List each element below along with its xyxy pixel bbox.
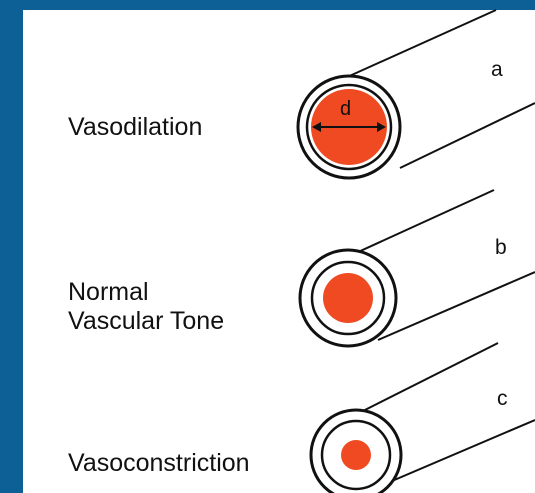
vasoconstriction-label: Vasoconstriction <box>68 448 250 478</box>
vessel-b <box>300 190 535 346</box>
vessel-b-upper-wall <box>345 190 494 258</box>
vessel-a <box>298 10 535 178</box>
letter-b: b <box>495 236 507 260</box>
vessel-c <box>311 343 535 493</box>
normal-label: Normal <box>68 277 149 307</box>
vessel-c-upper-wall <box>355 343 498 415</box>
letter-c: c <box>497 387 508 411</box>
vessel-c-lumen <box>341 440 371 470</box>
diameter-label: d <box>340 97 351 121</box>
letter-a: a <box>491 58 503 82</box>
vessel-b-lumen <box>323 273 373 323</box>
vessel-b-lower-wall <box>378 272 535 340</box>
vessel-a-upper-wall <box>345 10 496 78</box>
vessel-a-lower-wall <box>400 103 535 168</box>
vasodilation-label: Vasodilation <box>68 112 202 142</box>
vascular-tone-label: Vascular Tone <box>68 306 224 336</box>
